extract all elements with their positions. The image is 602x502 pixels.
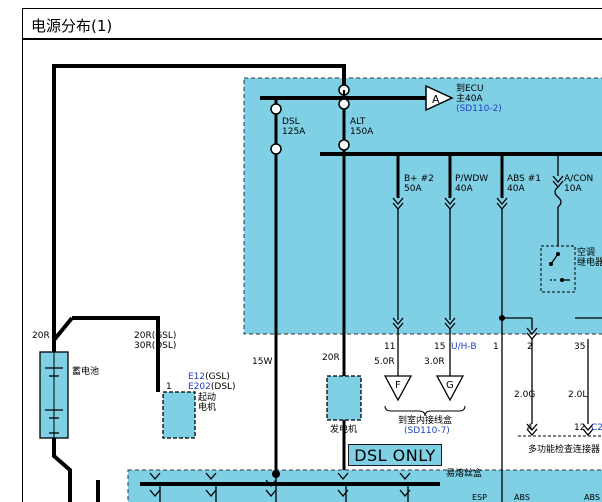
connector-f-icon <box>383 375 413 402</box>
battery-wire-label: 20R <box>32 331 50 341</box>
fuse-bplus2-rating: 50A <box>404 184 422 194</box>
fuse-dsl-rating: 125A <box>282 127 306 137</box>
fuse-abs1 <box>496 154 538 502</box>
fusible-box-label: 易熔丝盒 <box>446 467 482 479</box>
junction-label: 到室内接线盒 <box>398 414 452 426</box>
alt-wire-15w: 15W <box>252 357 272 367</box>
starter-label2: 电机 <box>198 401 216 413</box>
fuse-bplus2 <box>392 154 404 331</box>
page-title: 电源分布(1) <box>31 17 113 35</box>
battery-main-wire <box>52 64 346 335</box>
fuse-pwdw <box>444 154 456 331</box>
junction-wire-a: 5.0R <box>374 357 395 367</box>
starter-conn2-link[interactable]: E202(DSL) <box>188 382 236 392</box>
connector-g-label: G <box>446 380 454 391</box>
fuse-acon-rating: 10A <box>564 184 582 194</box>
frame-left-border <box>22 40 23 502</box>
diag-wire-a: 2.0G <box>514 390 535 400</box>
junction-pin-11: 11 <box>384 342 395 352</box>
junction-ref-link[interactable]: (SD110-7) <box>404 426 450 436</box>
starter-wire <box>72 316 160 392</box>
svg-text:ESP: ESP <box>472 493 487 502</box>
tag-abs-b <box>582 492 602 502</box>
ecu-ref-link[interactable]: (SD110-2) <box>456 104 502 114</box>
alt-wire-20r: 20R <box>322 353 340 363</box>
ac-relay <box>540 245 576 293</box>
ecu-connector-arrow-icon <box>425 84 454 112</box>
starter-conn1-link[interactable]: E12(GSL) <box>188 372 230 382</box>
fuse-dsl-name: DSL <box>282 117 300 127</box>
junction-brace <box>384 405 466 417</box>
fuse-pwdw-name: P/WDW <box>455 174 488 184</box>
connector-g-icon <box>435 375 465 402</box>
dsl-only-label: DSL ONLY <box>354 446 436 465</box>
fuse-abs1-name: ABS #1 <box>507 174 541 184</box>
ecu-connector-letter: A <box>432 93 440 106</box>
fuse-acon-name: A/CON <box>564 174 593 184</box>
diag-pin-4: 4 <box>527 423 533 433</box>
diag-label: 多功能检查连接器 <box>528 443 600 455</box>
starter-motor <box>162 391 196 439</box>
diag-pin-35: 35 <box>574 342 585 352</box>
fuse-alt-rating: 150A <box>350 127 374 137</box>
diag-conn-c2-link[interactable]: C2 <box>591 423 602 433</box>
fuse-alt-name: ALT <box>350 117 366 127</box>
fuse-pwdw-rating: 40A <box>455 184 473 194</box>
ecu-line2: 主40A <box>456 92 483 104</box>
dsl-only-badge: DSL ONLY <box>348 444 442 466</box>
fuse-bplus2-name: B+ #2 <box>404 174 434 184</box>
ecu-line1: 到ECU <box>456 82 484 94</box>
diag-pin-1: 1 <box>493 342 499 352</box>
starter-wire-2: 30R(DSL) <box>134 341 176 351</box>
title-bar: 电源分布(1) <box>22 8 602 40</box>
fuse-acon <box>552 154 564 246</box>
tag-esp <box>470 492 492 502</box>
battery-label: 蓄电池 <box>72 365 99 377</box>
connector-f-label: F <box>395 380 401 391</box>
diag-pin-12: 12 <box>574 423 585 433</box>
fuse-abs1-rating: 40A <box>507 184 525 194</box>
diag-pin-2: 2 <box>527 342 533 352</box>
junction-conn-link[interactable]: U/H-B <box>451 342 477 352</box>
svg-text:ABS: ABS <box>584 493 600 502</box>
relay-line2: 继电器 <box>577 256 602 268</box>
diag-wire-b: 2.0L <box>568 390 587 400</box>
relay-line1: 空调 <box>577 246 595 258</box>
alternator-label: 发电机 <box>330 423 357 435</box>
svg-text:ABS: ABS <box>514 493 530 502</box>
starter-wire-1: 20R(GSL) <box>134 331 176 341</box>
tag-abs-a <box>512 492 536 502</box>
starter-pin: 1 <box>166 382 172 392</box>
alternator <box>326 375 362 421</box>
junction-wire-b: 3.0R <box>424 357 445 367</box>
fuse-relay-box <box>243 77 602 335</box>
starter-label1: 起动 <box>198 392 216 403</box>
junction-pin-15: 15 <box>434 342 445 352</box>
